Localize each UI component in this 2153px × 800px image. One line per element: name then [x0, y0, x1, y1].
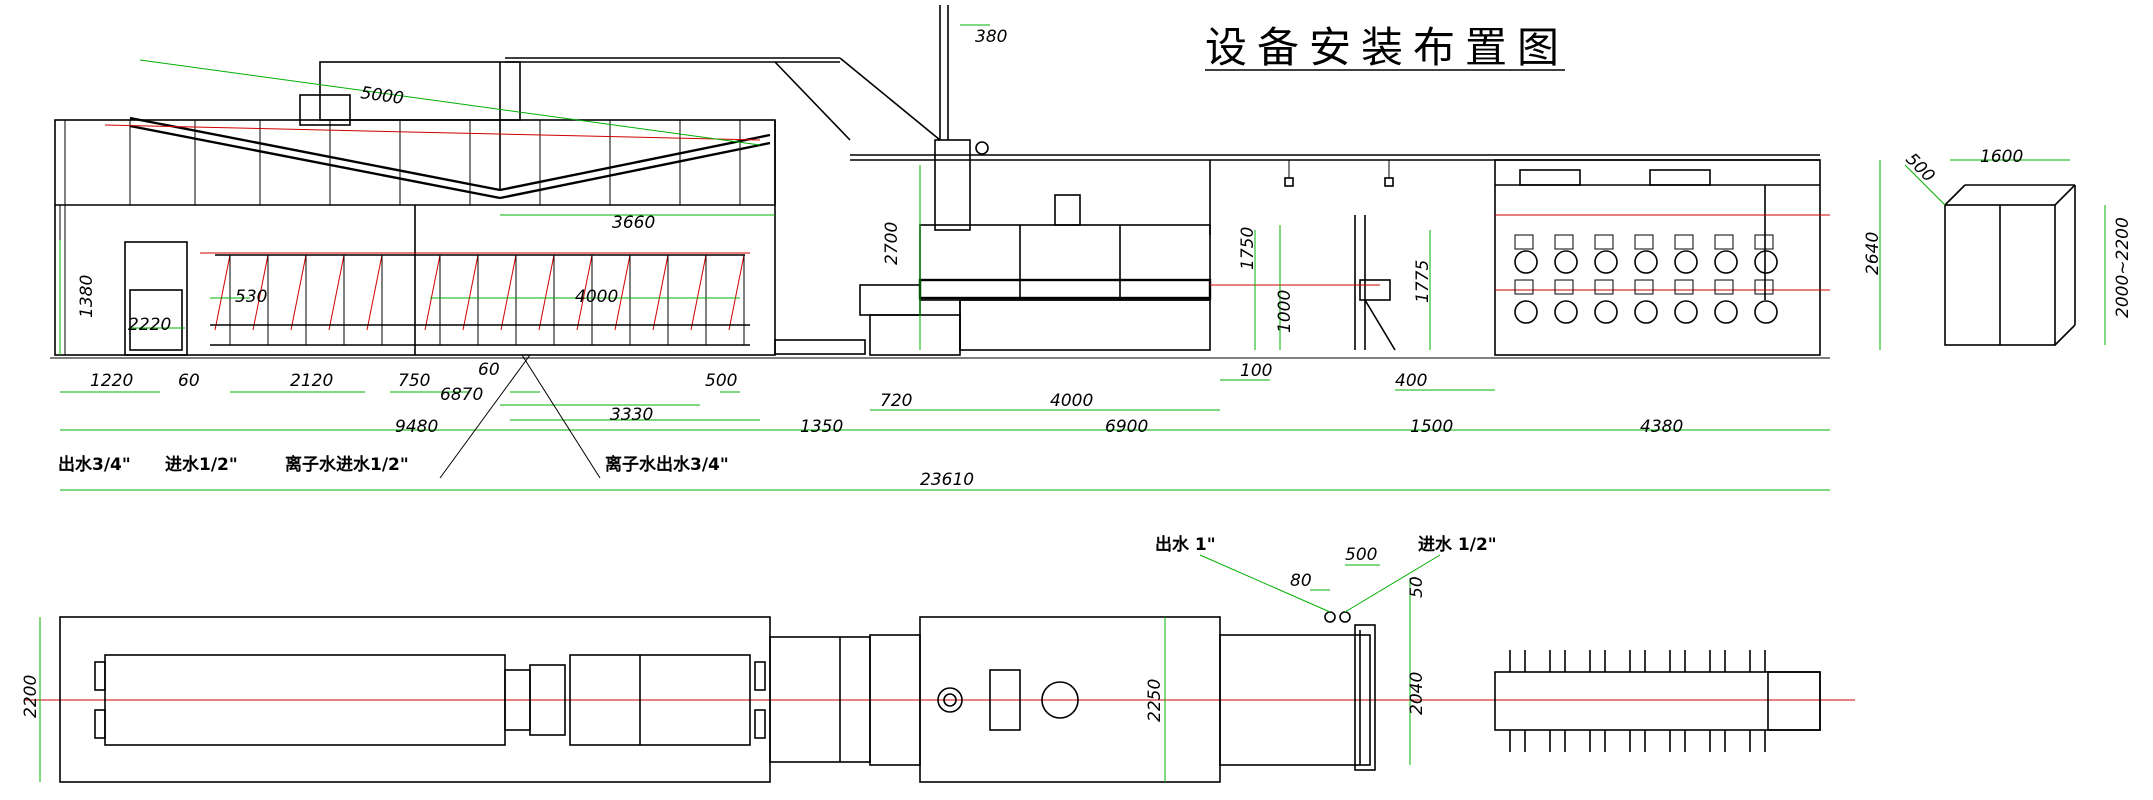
note-inlet-1-2: 进水1/2" — [165, 454, 238, 475]
dim-750: 750 — [398, 371, 430, 391]
dim-500-cabinet: 500 — [1901, 149, 1938, 186]
dim-4000-furnace: 4000 — [1050, 391, 1093, 411]
dim-1350: 1350 — [800, 417, 843, 437]
dim-2250: 2250 — [1145, 679, 1165, 722]
dim-2640: 2640 — [1863, 232, 1883, 275]
dim-2120: 2120 — [290, 371, 333, 391]
electric-cabinet — [1944, 184, 2076, 346]
dim-500-rack: 500 — [705, 371, 737, 391]
dim-60-mid: 60 — [478, 360, 500, 380]
note-outlet-3-4: 出水3/4" — [58, 454, 131, 475]
dim-1220: 1220 — [90, 371, 133, 391]
dim-380: 380 — [975, 27, 1007, 47]
dim-3330: 3330 — [610, 405, 653, 425]
dim-1775: 1775 — [1413, 260, 1433, 303]
take-up-machine — [1494, 159, 1830, 356]
note-inlet-1-2-plan: 进水 1/2" — [1418, 534, 1497, 555]
note-outlet-1: 出水 1" — [1155, 534, 1216, 555]
dim-530: 530 — [235, 287, 267, 307]
dim-80: 80 — [1290, 571, 1312, 591]
dim-23610: 23610 — [920, 470, 974, 490]
dim-2220: 2220 — [128, 315, 171, 335]
dim-720: 720 — [880, 391, 912, 411]
dim-5000: 5000 — [359, 83, 405, 109]
pay-off-stand — [1210, 215, 1396, 351]
note-chiller-inlet: 离子水进水1/2" — [285, 454, 409, 475]
dim-3660: 3660 — [612, 213, 655, 233]
dim-1380: 1380 — [77, 275, 97, 318]
dim-500-plan: 500 — [1345, 545, 1377, 565]
dim-1600: 1600 — [1980, 147, 2023, 167]
dim-50: 50 — [1407, 576, 1427, 598]
dim-400: 400 — [1395, 371, 1427, 391]
dim-2700: 2700 — [882, 222, 902, 265]
dim-9480: 9480 — [395, 417, 438, 437]
dim-1000: 1000 — [1275, 290, 1295, 333]
dim-6870: 6870 — [440, 385, 483, 405]
dim-4380: 4380 — [1640, 417, 1683, 437]
note-chiller-outlet: 离子水出水3/4" — [605, 454, 729, 475]
dim-2200: 2200 — [21, 675, 41, 718]
dim-1500: 1500 — [1410, 417, 1453, 437]
dim-1750: 1750 — [1238, 227, 1258, 270]
dim-2000-2200: 2000~2200 — [2113, 217, 2133, 318]
dim-2040: 2040 — [1407, 672, 1427, 715]
furnace — [859, 5, 1212, 356]
dim-60-left: 60 — [178, 371, 200, 391]
dim-4000-rack: 4000 — [575, 287, 618, 307]
loading-frame — [54, 57, 941, 356]
dim-100: 100 — [1240, 361, 1272, 381]
dim-6900: 6900 — [1105, 417, 1148, 437]
drawing-title: 设备安装布置图 — [1205, 23, 1569, 72]
plan-view: 2200 2250 2040 80 500 50 出水 1" 进水 1/2" — [21, 534, 1855, 783]
elevation-view: 380 5000 3660 1380 530 4000 2220 1220 60… — [50, 5, 2133, 491]
